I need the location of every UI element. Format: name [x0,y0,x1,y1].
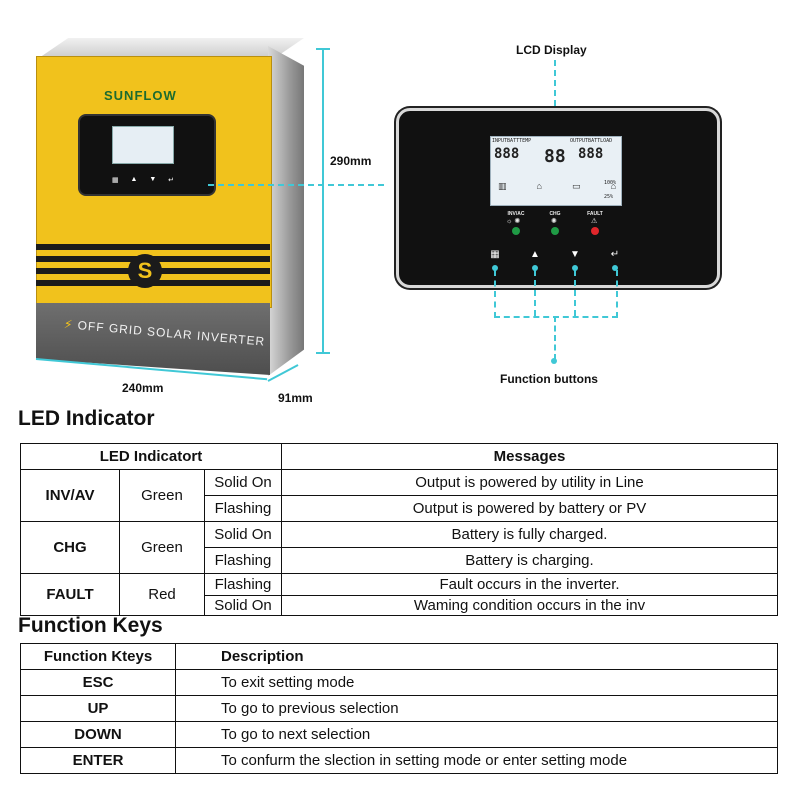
house-icon: ⌂ [610,181,616,191]
brand-emblem: S [128,254,162,288]
function-key-cell: DOWN [20,721,176,748]
led-state-cell: Flashing [204,573,282,596]
inverter-lcd-thumb [112,126,174,164]
led-color-cell: Red [119,573,205,616]
function-desc-cell: To exit setting mode [175,669,778,696]
charge-icon: ✺ [551,218,557,225]
function-key-cell: ENTER [20,747,176,774]
buttons-callout-bracket [494,270,618,318]
led-message-cell: Output is powered by battery or PV [281,495,778,522]
led-message-cell: Output is powered by utility in Line [281,469,778,496]
height-dimension-line [322,48,324,352]
width-dimension-label: 240mm [122,381,164,395]
button-dot-down [572,265,578,271]
lcd-left-readout: 888 [494,146,520,162]
battery-icon: ▭ [572,180,581,191]
led-message-cell: Fault occurs in the inverter. [281,573,778,596]
table-row: Flashing Battery is charging. [21,547,778,574]
led-fault [591,227,599,235]
led-color-cell: Green [119,469,205,522]
button-dot-enter [612,265,618,271]
led-message-cell: Waming condition occurs in the inv [281,595,778,616]
height-dimension-cap-top [316,48,330,50]
lcd-percent-high: 100% [604,180,617,186]
zoom-connector-line [208,184,384,186]
lcd-callout-line [554,60,556,116]
function-keys-title: Function Keys [18,614,163,637]
function-keys-table: Function Kteys Description ESC To exit s… [20,643,778,774]
button-dot-esc [492,265,498,271]
function-key-cell: UP [20,695,176,722]
led-name-cell: CHG [20,521,120,574]
led-name-cell: FAULT [20,573,120,616]
led-state-cell: Solid On [204,595,282,616]
function-desc-cell: To confurm the slection in setting mode … [175,747,778,774]
table-row: Solid On Waming condition occurs in the … [21,595,778,616]
sun-icon: ☼ ✺ [506,218,521,225]
lcd-display-callout: LCD Display [516,43,587,57]
led-label-inv-ac: INV/AC [507,211,525,217]
table-row: CHG Green Solid On Battery is fully char… [20,521,778,574]
depth-dimension-label: 91mm [278,391,313,405]
table-row: DOWN To go to next selection [20,721,778,748]
table-row: FAULT Red Flashing Fault occurs in the i… [20,573,778,616]
buttons-callout-stem [554,316,556,360]
led-chg [551,227,559,235]
led-color-cell: Green [119,521,205,574]
function-table-header-description: Description [175,643,778,670]
lcd-left-header: INPUTBATTTEMP [492,138,532,144]
led-label-chg: CHG [549,211,561,217]
function-desc-cell: To go to next selection [175,721,778,748]
table-row: ESC To exit setting mode [20,669,778,696]
led-state-cell: Solid On [204,469,282,496]
led-indicator-title: LED Indicator [18,407,155,430]
lcd-small-readout: 88 [544,146,566,167]
function-desc-cell: To go to previous selection [175,695,778,722]
buttons-callout-dot [551,358,557,364]
brand-logo: SUNFLOW [104,88,177,103]
inverter-display-bezel [78,114,216,196]
function-table-header-key: Function Kteys [20,643,176,670]
led-state-cell: Solid On [204,521,282,548]
table-row: UP To go to previous selection [20,695,778,722]
table-row: INV/AV Green Solid On Output is powered … [20,469,778,522]
lcd-right-readout: 888 [578,146,604,162]
function-key-cell: ESC [20,669,176,696]
down-arrow-icon[interactable]: ▼ [570,249,580,260]
led-state-cell: Flashing [204,495,282,522]
lcd-percent-low: 25% [604,194,614,200]
led-label-fault: FAULT [587,211,603,217]
led-table-header-messages: Messages [281,443,778,470]
lcd-screen [490,136,622,206]
led-message-cell: Battery is charging. [281,547,778,574]
led-message-cell: Battery is fully charged. [281,521,778,548]
function-buttons-callout: Function buttons [500,372,598,386]
tower-icon: ⌂ [536,181,542,191]
buttons-callout-line-up [534,270,536,316]
table-row: ENTER To confurm the slection in setting… [20,747,778,774]
menu-grid-icon[interactable]: ▦ [490,249,500,260]
inverter-top [36,38,304,60]
height-dimension-label: 290mm [330,154,372,168]
led-inv-ac [512,227,520,235]
height-dimension-cap-bottom [316,352,330,354]
led-name-cell: INV/AV [20,469,120,522]
lcd-flow-diagram: ▥ ⌂ ▭ ⌂ [498,172,616,200]
enter-icon[interactable]: ↵ [610,249,620,260]
led-indicator-table: LED Indicatort Messages INV/AV Green Sol… [20,443,778,616]
solar-panel-icon: ▥ [498,180,507,191]
button-dot-up [532,265,538,271]
inverter-buttons-thumb: ▦▲▼↵ [112,176,174,184]
bolt-icon: ⚡ [63,317,75,332]
led-state-cell: Flashing [204,547,282,574]
warning-icon: ⚠ [591,218,598,225]
led-table-header-led: LED Indicatort [20,443,282,470]
buttons-callout-line-down [574,270,576,316]
lcd-right-header: OUTPUTBATTLOAD [570,138,613,144]
inverter-side-heatsink [268,46,304,376]
up-arrow-icon[interactable]: ▲ [530,249,540,260]
